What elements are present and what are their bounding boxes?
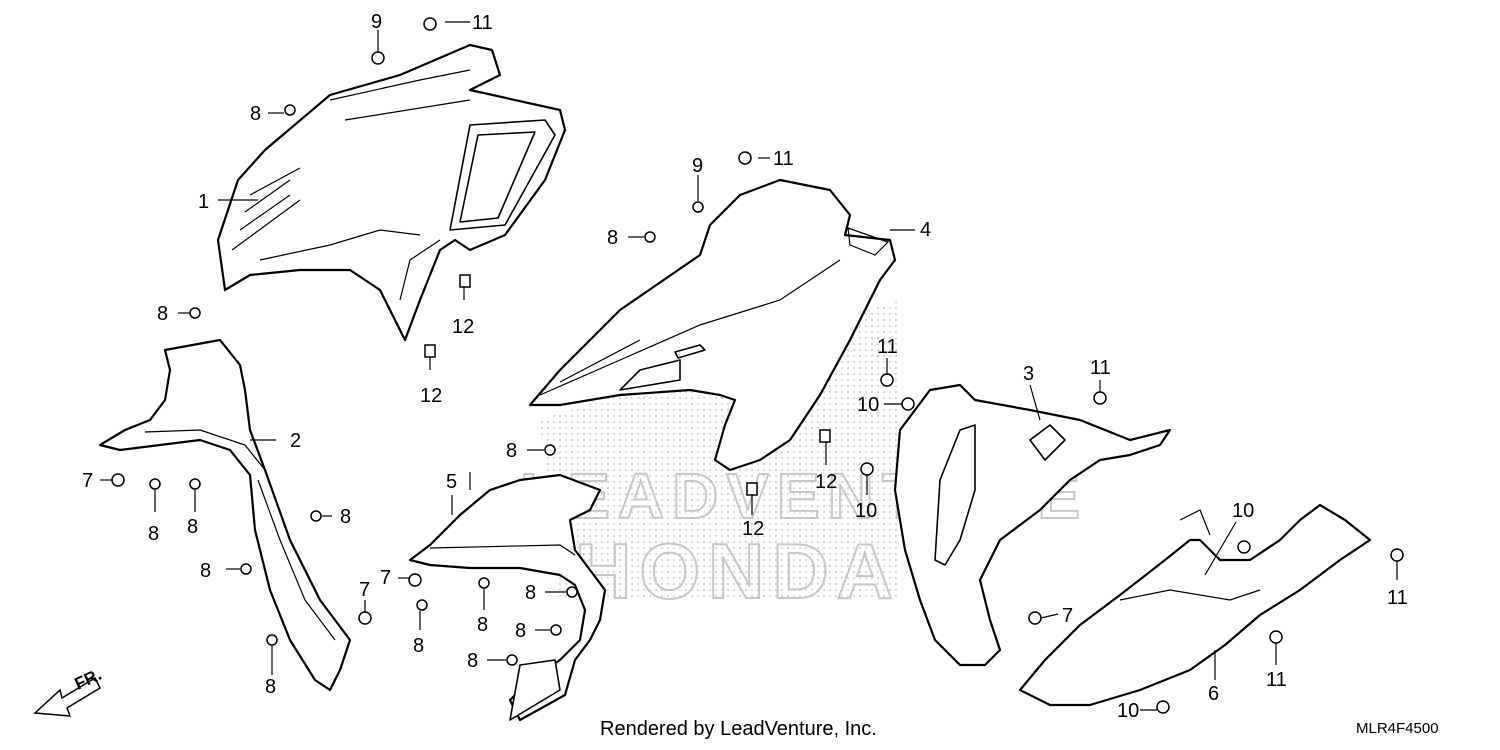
callout-10: 10 <box>857 394 879 416</box>
callout-3: 3 <box>1023 363 1034 385</box>
screw-8c-icon <box>149 478 161 490</box>
callout-8: 8 <box>187 516 198 538</box>
screw-9b-icon <box>692 201 704 213</box>
callouts: 9 11 8 1 12 12 8 2 7 8 8 8 8 7 8 9 11 8 … <box>82 11 1408 722</box>
screw-8m-icon <box>550 624 562 636</box>
screw-10a-icon <box>901 397 915 411</box>
part-3-side-cowl-right <box>893 383 1172 667</box>
callout-5: 5 <box>446 471 457 493</box>
screw-8f-icon <box>240 563 252 575</box>
callout-8: 8 <box>157 303 168 325</box>
front-direction-indicator: FR. <box>33 665 105 717</box>
callout-11: 11 <box>773 148 794 170</box>
callout-7: 7 <box>359 579 370 601</box>
callout-2: 2 <box>290 430 301 452</box>
callout-10: 10 <box>1232 500 1254 522</box>
screw-8g-icon <box>266 634 278 646</box>
callout-11: 11 <box>877 336 898 358</box>
callout-9: 9 <box>371 11 382 33</box>
part-2-inner-panel-left <box>98 338 352 692</box>
part-6-lower-fairing <box>1018 503 1372 707</box>
callout-8: 8 <box>607 227 618 249</box>
callout-8: 8 <box>265 676 276 698</box>
screw-10c-icon <box>1237 540 1251 554</box>
callout-6: 6 <box>1208 683 1219 705</box>
callout-8: 8 <box>413 635 424 657</box>
callout-11: 11 <box>1387 587 1408 609</box>
leader-lines <box>100 21 1398 711</box>
screw-8l-icon <box>566 586 578 598</box>
callout-9: 9 <box>692 155 703 177</box>
callout-8: 8 <box>525 582 536 604</box>
screw-8k-icon <box>478 577 490 589</box>
bolt-7c-icon <box>408 573 422 587</box>
callout-1: 1 <box>198 191 209 213</box>
callout-8: 8 <box>477 614 488 636</box>
front-arrow-icon <box>33 676 101 717</box>
screw-8n-icon <box>506 654 518 666</box>
callout-8: 8 <box>340 506 351 528</box>
screw-8d-icon <box>189 478 201 490</box>
screw-8e-icon <box>310 510 322 522</box>
screw-10d-icon <box>1156 700 1170 714</box>
callout-8: 8 <box>148 523 159 545</box>
bolt-11b-icon <box>738 151 752 165</box>
bolt-7a-icon <box>111 473 125 487</box>
fasteners <box>111 17 1404 714</box>
callout-7: 7 <box>82 470 93 492</box>
callout-12: 12 <box>452 316 474 338</box>
callout-10: 10 <box>1117 700 1139 722</box>
bolt-11e-icon <box>1390 548 1404 562</box>
rendered-by-text: Rendered by LeadVenture, Inc. <box>600 718 877 740</box>
callout-12: 12 <box>420 385 442 407</box>
clip-12a-icon <box>459 274 471 288</box>
screw-9a-icon <box>371 51 385 65</box>
diagram-code: MLR4F4500 <box>1356 720 1439 737</box>
bolt-7d-icon <box>1028 611 1042 625</box>
part-5-middle-lower <box>408 473 607 722</box>
screw-8j-icon <box>416 599 428 611</box>
screw-8a-icon <box>284 104 296 116</box>
callout-8: 8 <box>250 103 261 125</box>
bolt-7b-icon <box>358 611 372 625</box>
callout-11: 11 <box>1266 669 1287 691</box>
callout-8: 8 <box>506 440 517 462</box>
callout-7: 7 <box>1062 605 1073 627</box>
callout-7: 7 <box>380 567 391 589</box>
callout-12: 12 <box>815 471 837 493</box>
callout-8: 8 <box>200 560 211 582</box>
screw-8b-icon <box>189 307 201 319</box>
callout-4: 4 <box>920 219 931 241</box>
callout-11: 11 <box>1090 357 1111 379</box>
clip-12d-icon <box>746 482 758 496</box>
bolt-11c-icon <box>880 373 894 387</box>
screw-8i-icon <box>544 444 556 456</box>
watermark-honda-text: HONDA <box>575 527 901 615</box>
screw-8h-icon <box>644 231 656 243</box>
part-4-side-cowl-center <box>528 178 897 472</box>
callout-10: 10 <box>855 500 877 522</box>
callout-8: 8 <box>467 650 478 672</box>
bolt-11f-icon <box>1269 630 1283 644</box>
bolt-11a-icon <box>423 17 437 31</box>
callout-8: 8 <box>515 620 526 642</box>
bolt-11d-icon <box>1093 391 1107 405</box>
callout-12: 12 <box>742 518 764 540</box>
part-1-upper-cowl <box>216 43 567 342</box>
callout-11: 11 <box>472 12 493 34</box>
clip-12c-icon <box>819 429 831 443</box>
screw-10b-icon <box>860 462 874 476</box>
clip-12b-icon <box>424 344 436 358</box>
